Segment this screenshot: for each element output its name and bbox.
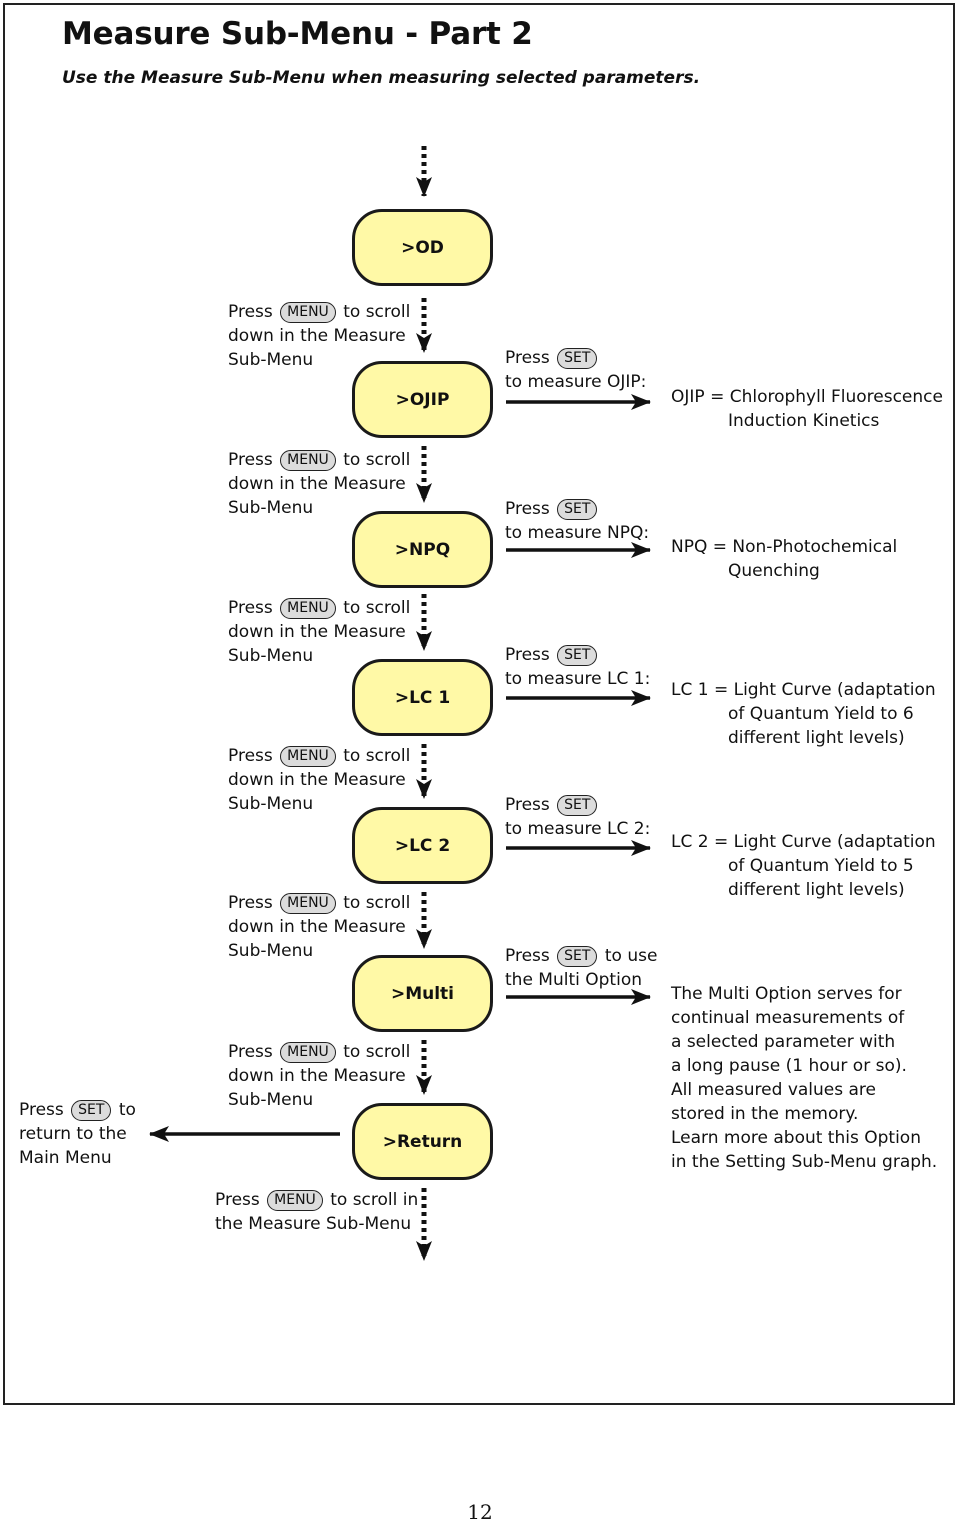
- page-frame: [3, 3, 955, 1405]
- scroll-hint: Press MENU to scroll down in the Measure…: [228, 746, 411, 814]
- action-multi: Press SET to use the Multi Option: [505, 946, 658, 990]
- menu-key-icon: MENU: [280, 302, 336, 323]
- set-key-icon: SET: [557, 946, 598, 967]
- action-lc1: Press SET to measure LC 1:: [505, 645, 651, 689]
- menu-key-icon: MENU: [280, 1042, 336, 1063]
- menu-key-icon: MENU: [267, 1190, 323, 1211]
- node-lc2: >LC 2: [352, 807, 493, 884]
- scroll-hint: Press MENU to scroll down in the Measure…: [228, 1042, 411, 1110]
- set-key-icon: SET: [557, 645, 598, 666]
- set-key-icon: SET: [71, 1100, 112, 1121]
- node-npq: >NPQ: [352, 511, 493, 588]
- page-subtitle: Use the Measure Sub-Menu when measuring …: [62, 68, 701, 88]
- node-multi: >Multi: [352, 955, 493, 1032]
- description-ojip: OJIP = Chlorophyll Fluorescence Inductio…: [671, 387, 943, 431]
- description-lc1: LC 1 = Light Curve (adaptation of Quantu…: [671, 680, 936, 748]
- scroll-hint: Press MENU to scroll down in the Measure…: [228, 302, 411, 370]
- menu-key-icon: MENU: [280, 598, 336, 619]
- description-multi: The Multi Option serves for continual me…: [671, 984, 938, 1172]
- description-lc2: LC 2 = Light Curve (adaptation of Quantu…: [671, 832, 936, 900]
- page-title: Measure Sub-Menu - Part 2: [62, 16, 533, 52]
- bottom-scroll-hint: Press MENU to scroll in the Measure Sub-…: [215, 1190, 419, 1234]
- set-key-icon: SET: [557, 348, 598, 369]
- node-return: >Return: [352, 1103, 493, 1180]
- node-lc1: >LC 1: [352, 659, 493, 736]
- menu-key-icon: MENU: [280, 893, 336, 914]
- menu-key-icon: MENU: [280, 450, 336, 471]
- page-number: 12: [467, 1500, 493, 1524]
- scroll-hint: Press MENU to scroll down in the Measure…: [228, 893, 411, 961]
- set-key-icon: SET: [557, 499, 598, 520]
- action-npq: Press SET to measure NPQ:: [505, 499, 650, 543]
- description-npq: NPQ = Non-Photochemical Quenching: [671, 537, 898, 581]
- node-ojip: >OJIP: [352, 361, 493, 438]
- scroll-hint: Press MENU to scroll down in the Measure…: [228, 598, 411, 666]
- scroll-hint: Press MENU to scroll down in the Measure…: [228, 450, 411, 518]
- menu-key-icon: MENU: [280, 746, 336, 767]
- action-ojip: Press SET to measure OJIP:: [505, 348, 647, 392]
- set-key-icon: SET: [557, 795, 598, 816]
- action-lc2: Press SET to measure LC 2:: [505, 795, 651, 839]
- node-od: >OD: [352, 209, 493, 286]
